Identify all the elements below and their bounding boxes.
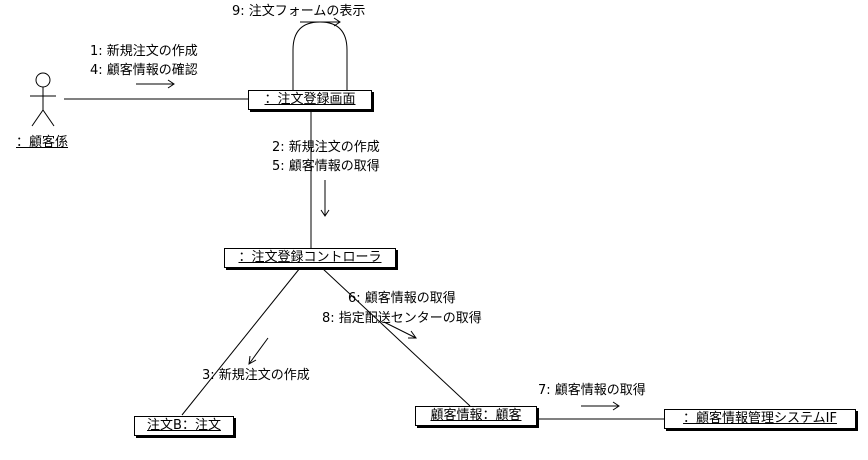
message-8: 8: 指定配送センターの取得 xyxy=(322,311,482,326)
arrow-m9 xyxy=(300,17,341,27)
message-9: 9: 注文フォームの表示 xyxy=(232,4,366,19)
arrow-m1-m4 xyxy=(136,79,175,89)
actor-figure xyxy=(30,72,56,127)
actor-label: ：顧客係 xyxy=(16,135,69,150)
arrow-m7 xyxy=(581,401,620,411)
link-controller-customer xyxy=(321,267,471,407)
arrow-m6-m8 xyxy=(383,321,417,339)
order-b-object: 注文B：注文 xyxy=(134,416,234,436)
order-controller-object: ：注文登録コントローラ xyxy=(224,248,396,268)
message-5: 5: 顧客情報の取得 xyxy=(272,159,380,174)
message-2: 2: 新規注文の作成 xyxy=(272,140,380,155)
arrow-m3 xyxy=(248,337,269,365)
message-6: 6: 顧客情報の取得 xyxy=(348,291,456,306)
message-3: 3: 新規注文の作成 xyxy=(202,368,310,383)
message-7: 7: 顧客情報の取得 xyxy=(538,383,646,398)
order-screen-object: ：注文登録画面 xyxy=(248,90,372,110)
message-1: 1: 新規注文の作成 xyxy=(90,44,198,59)
link-controller-orderb xyxy=(181,267,301,416)
customer-system-object: ：顧客情報管理システムIF xyxy=(664,409,856,429)
arrow-m2-m5 xyxy=(320,180,330,217)
customer-info-object: 顧客情報：顧客 xyxy=(415,406,537,426)
self-loop-link xyxy=(292,21,348,90)
message-4: 4: 顧客情報の確認 xyxy=(90,63,198,78)
